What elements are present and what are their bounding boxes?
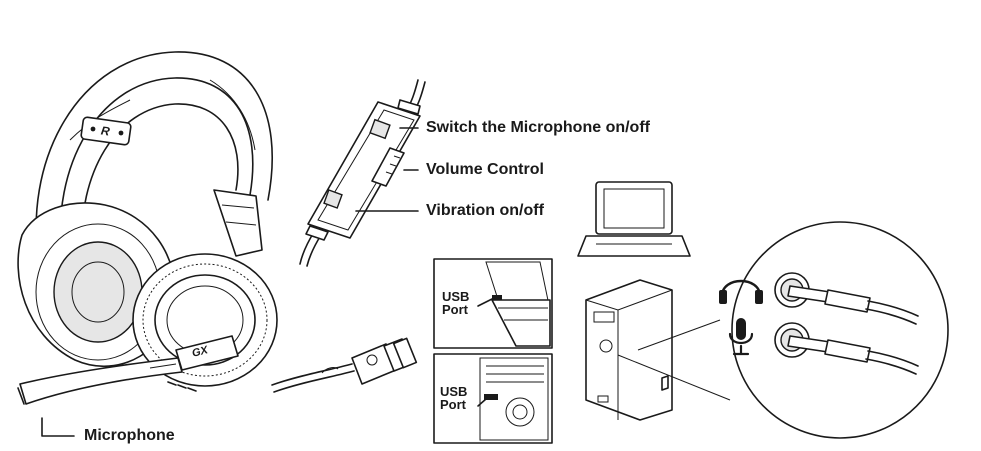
volume-wheel[interactable] (371, 147, 405, 187)
laptop-usb-label-2: Port (442, 302, 468, 317)
desktop-tower (585, 279, 673, 421)
vibration-switch[interactable] (323, 189, 343, 209)
vibration-callout: Vibration on/off (426, 202, 544, 219)
laptop (577, 181, 691, 257)
microphone-icon (728, 318, 754, 356)
mic-switch[interactable] (369, 118, 391, 140)
desktop-usb-detail (433, 353, 553, 444)
microphone-callout: Microphone (84, 427, 175, 444)
microphone-leader (41, 417, 75, 437)
side-marker-label: R (100, 123, 111, 139)
headphones-icon (719, 279, 763, 304)
desktop-usb-label-2: Port (440, 397, 466, 412)
usb-plug (321, 337, 418, 385)
microphone-boom (19, 357, 183, 405)
desktop-usb-label-1: USB (440, 384, 468, 399)
inline-remote (299, 79, 426, 267)
audio-jack-zoom (719, 221, 949, 439)
mic-switch-callout: Switch the Microphone on/off (426, 119, 650, 136)
side-marker (80, 116, 132, 146)
laptop-usb-label-1: USB (442, 289, 470, 304)
laptop-usb-detail (433, 258, 553, 349)
headset (17, 51, 355, 405)
volume-callout: Volume Control (426, 161, 544, 178)
